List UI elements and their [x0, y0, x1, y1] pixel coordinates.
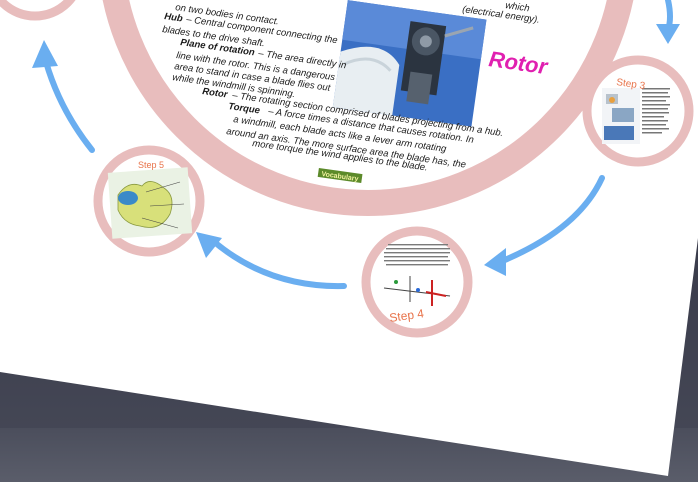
vocab-top-right: which	[505, 0, 531, 14]
step-circle-partial-top-left[interactable]	[0, 0, 81, 21]
arrowhead-step4	[484, 248, 506, 276]
arrow-step3-to-step4	[497, 175, 605, 265]
arrow-step4-to-step5	[209, 237, 347, 290]
arrow-step5-to-top	[43, 59, 95, 153]
step-5-label: Step 5	[138, 160, 164, 170]
step-4-label: Step 4	[388, 306, 425, 325]
rotor-photo	[332, 0, 487, 127]
step-3-label: Step 3	[616, 77, 647, 92]
term-torque: Torque	[228, 101, 262, 116]
arrow-heads	[32, 24, 680, 276]
term-rotor: Rotor	[202, 86, 230, 101]
step-5-circle[interactable]: Step 5	[93, 145, 205, 257]
arrowhead-step5	[196, 232, 222, 258]
flow-arrows	[43, 0, 673, 290]
arrowhead-top-left	[32, 40, 58, 68]
term-hub: Hub	[164, 11, 184, 24]
step-3-circle[interactable]: Step 3	[582, 55, 694, 167]
step-4-circle[interactable]: Step 4	[361, 226, 473, 338]
arrowhead-top-right	[656, 24, 680, 44]
